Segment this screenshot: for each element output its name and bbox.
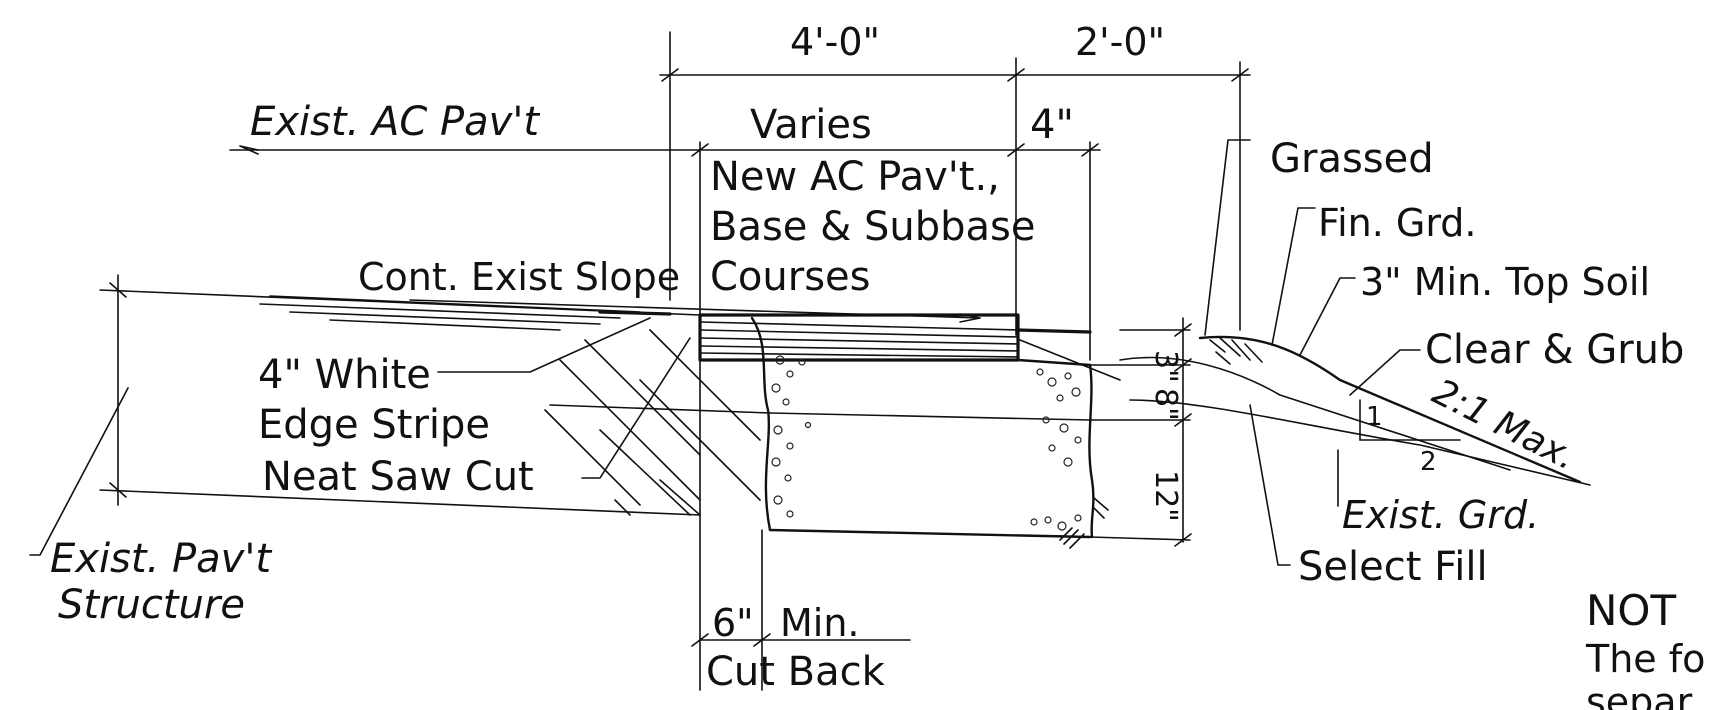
label-new-ac-3: Courses [710,254,871,300]
note-line-1: The fo [1585,637,1705,681]
label-exist-ac-pav: Exist. AC Pav't [250,99,540,145]
dim-2-0: 2'-0" [1075,20,1165,64]
dim-8-in: 8" [1148,388,1183,421]
label-min: Min. [780,601,860,645]
note-line-2: separ [1586,680,1693,710]
shoulder-slope [1119,335,1591,486]
label-six-in-text: 6" [712,601,754,645]
new-pavement-section [698,313,1121,549]
label-slope: 2:1 Max. [1426,371,1583,478]
label-fin-grd: Fin. Grd. [1318,201,1477,245]
dim-4-in: 4" [1030,102,1074,148]
layer-dimension-lines [1089,317,1192,547]
label-exist-grd: Exist. Grd. [1342,493,1539,537]
leader-lines [29,139,1421,691]
label-white-stripe-1: 4" White [258,352,431,398]
note-title: NOT [1586,586,1676,635]
slope-run: 2 [1420,447,1437,477]
label-cont-exist-slope: Cont. Exist Slope [358,255,680,299]
dim-varies: Varies [750,102,872,148]
label-white-stripe-2: Edge Stripe [258,402,490,448]
dim-4-0: 4'-0" [790,20,880,64]
dim-12-in: 12" [1148,470,1183,522]
label-exist-pav-2: Structure [58,582,245,628]
label-neat-saw-cut: Neat Saw Cut [262,454,534,500]
slope-rise: 1 [1366,402,1383,432]
label-cut-back: Cut Back [706,649,886,695]
label-grassed: Grassed [1270,136,1434,182]
top-dimension-lines [229,31,1251,691]
label-exist-pav-1: Exist. Pav't [50,536,272,582]
text-labels: 4'-0" 2'-0" Varies 4" Exist. AC Pav't Ne… [50,20,1705,710]
aggregate-texture [771,355,1082,531]
label-new-ac-1: New AC Pav't., [710,154,1000,200]
dim-3-in: 3" [1148,350,1183,383]
label-top-soil: 3" Min. Top Soil [1360,260,1650,304]
label-clear-grub: Clear & Grub [1425,327,1684,373]
label-select-fill: Select Fill [1298,544,1488,590]
label-new-ac-2: Base & Subbase [710,204,1036,250]
